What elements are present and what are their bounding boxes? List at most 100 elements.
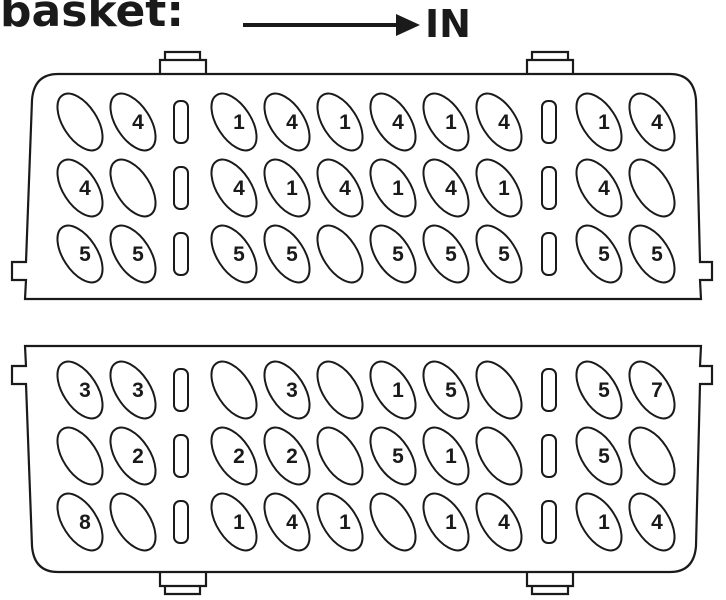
upper_basket-slot-number: 5 [598, 243, 610, 266]
lower_basket-slot [475, 426, 523, 486]
lower_basket-slot-number: 3 [132, 379, 144, 402]
upper_basket-slot [369, 158, 417, 218]
upper_basket-slot-number: 5 [233, 243, 245, 266]
upper_basket-slot-number: 5 [498, 243, 510, 266]
lower_basket-slot-number: 1 [445, 511, 457, 534]
lower_basket-slot [628, 360, 676, 420]
upper_basket-slot [210, 158, 258, 218]
lower_basket-slot [210, 360, 258, 420]
lower_basket-slot-number: 2 [132, 445, 144, 468]
lower_basket-slot-number: 3 [286, 379, 298, 402]
lower_basket-slot [575, 426, 623, 486]
upper_basket-slot [475, 92, 523, 152]
upper_basket-slot-number: 4 [498, 111, 510, 134]
lower_basket-slot [628, 492, 676, 552]
lower_basket-slot [210, 492, 258, 552]
lower_basket-slot [56, 360, 104, 420]
lower_basket-slot [56, 426, 104, 486]
lower_basket-slot-number: 2 [286, 445, 298, 468]
upper_basket-slot [422, 92, 470, 152]
upper_basket-slot-number: 4 [233, 177, 245, 200]
lower_basket-slot [575, 360, 623, 420]
lower_basket-slot [109, 426, 157, 486]
lower_basket-slot [422, 360, 470, 420]
lower_basket-slot-number: 3 [79, 379, 91, 402]
upper_basket-slot-number: 4 [445, 177, 457, 200]
upper_basket-slot-number: 5 [132, 243, 144, 266]
upper_basket-slot [56, 92, 104, 152]
upper_basket-divider-slot [541, 100, 557, 144]
upper_basket-slot-number: 1 [339, 111, 351, 134]
upper_basket-slot [56, 158, 104, 218]
lower-basket-frame [10, 344, 714, 596]
upper_basket-slot [109, 92, 157, 152]
upper_basket-slot [369, 92, 417, 152]
lower_basket-slot [263, 360, 311, 420]
lower_basket-slot-number: 5 [598, 379, 610, 402]
upper_basket-slot-number: 1 [498, 177, 510, 200]
lower_basket-slot [316, 360, 364, 420]
upper_basket-slot [56, 224, 104, 284]
lower_basket-slot [263, 426, 311, 486]
lower_basket-slot [316, 426, 364, 486]
upper_basket-slot [316, 92, 364, 152]
lower_basket-slot-number: 8 [79, 511, 91, 534]
lower_basket-slot-number: 1 [598, 511, 610, 534]
upper_basket-slot [316, 224, 364, 284]
upper_basket-slot-number: 1 [445, 111, 457, 134]
upper_basket-slot-number: 1 [233, 111, 245, 134]
lower_basket-slot-number: 1 [445, 445, 457, 468]
lower_basket-slot-number: 7 [651, 379, 663, 402]
upper_basket-slot [109, 224, 157, 284]
lower_basket-slot-number: 1 [392, 379, 404, 402]
lower_basket-slot [369, 492, 417, 552]
lower_basket-slot [56, 492, 104, 552]
upper_basket-slot-number: 1 [392, 177, 404, 200]
lower_basket-slot [109, 492, 157, 552]
upper_basket-slot [475, 158, 523, 218]
lower_basket-slot [109, 360, 157, 420]
upper_basket-slot-number: 4 [598, 177, 610, 200]
upper_basket-slot [575, 158, 623, 218]
lower_basket-divider-slot [541, 368, 557, 412]
upper_basket-slot [210, 224, 258, 284]
lower_basket-divider-slot [541, 500, 557, 544]
upper_basket-divider-slot [173, 166, 189, 210]
direction-arrow-icon [243, 14, 420, 36]
lower_basket-slot-number: 5 [392, 445, 404, 468]
lower_basket-slot [422, 492, 470, 552]
lower_basket-slot [422, 426, 470, 486]
upper_basket-slot [369, 224, 417, 284]
lower_basket-slot-number: 5 [598, 445, 610, 468]
lower_basket-slot-number: 4 [286, 511, 298, 534]
upper_basket-divider-slot [173, 100, 189, 144]
lower_basket-slot-number: 1 [233, 511, 245, 534]
lower_basket-slot [369, 426, 417, 486]
upper_basket-slot [422, 224, 470, 284]
upper_basket-slot-number: 4 [651, 111, 663, 134]
upper_basket-slot [628, 92, 676, 152]
upper_basket-slot-number: 5 [651, 243, 663, 266]
upper_basket-slot [628, 224, 676, 284]
upper_basket-slot [210, 92, 258, 152]
lower_basket-slot [628, 426, 676, 486]
upper_basket-slot-number: 4 [132, 111, 144, 134]
lower_basket-divider-slot [173, 500, 189, 544]
upper_basket-slot-number: 1 [286, 177, 298, 200]
lower_basket-divider-slot [541, 434, 557, 478]
lower_basket-slot [316, 492, 364, 552]
lower_basket-slot [369, 360, 417, 420]
lower_basket-slot [575, 492, 623, 552]
upper_basket-slot [475, 224, 523, 284]
upper_basket-slot-number: 4 [392, 111, 404, 134]
upper-basket-frame [10, 50, 714, 301]
diagram-title: basket: [0, 0, 184, 37]
upper_basket-slot [422, 158, 470, 218]
upper_basket-slot-number: 4 [339, 177, 351, 200]
direction-label: IN [425, 2, 471, 46]
upper_basket-divider-slot [541, 232, 557, 276]
lower_basket-slot [263, 492, 311, 552]
